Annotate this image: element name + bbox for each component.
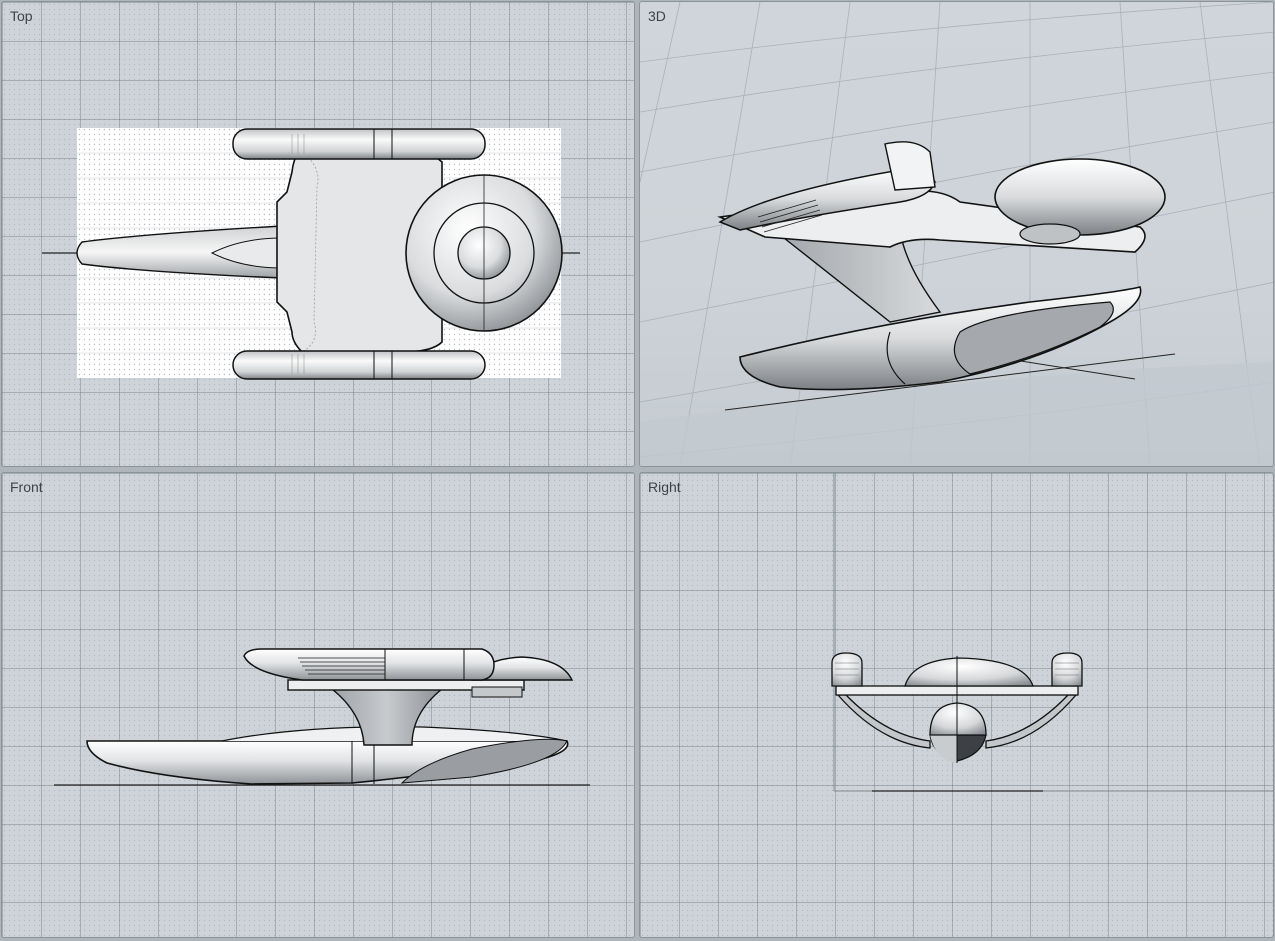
viewport-label-top[interactable]: Top <box>10 8 33 24</box>
viewport-label-perspective[interactable]: 3D <box>648 8 666 24</box>
right-view-drawing <box>831 473 1273 792</box>
viewport-front[interactable]: Front <box>1 472 635 938</box>
perspective-view-drawing <box>640 2 1273 466</box>
front-view-drawing <box>54 648 590 786</box>
viewport-label-front[interactable]: Front <box>10 479 43 495</box>
viewport-top[interactable]: Top <box>1 1 635 467</box>
viewport-right[interactable]: Right <box>639 472 1274 938</box>
top-view-drawing <box>42 128 580 380</box>
viewport-label-right[interactable]: Right <box>648 479 681 495</box>
viewport-perspective[interactable]: 3D <box>639 1 1274 467</box>
